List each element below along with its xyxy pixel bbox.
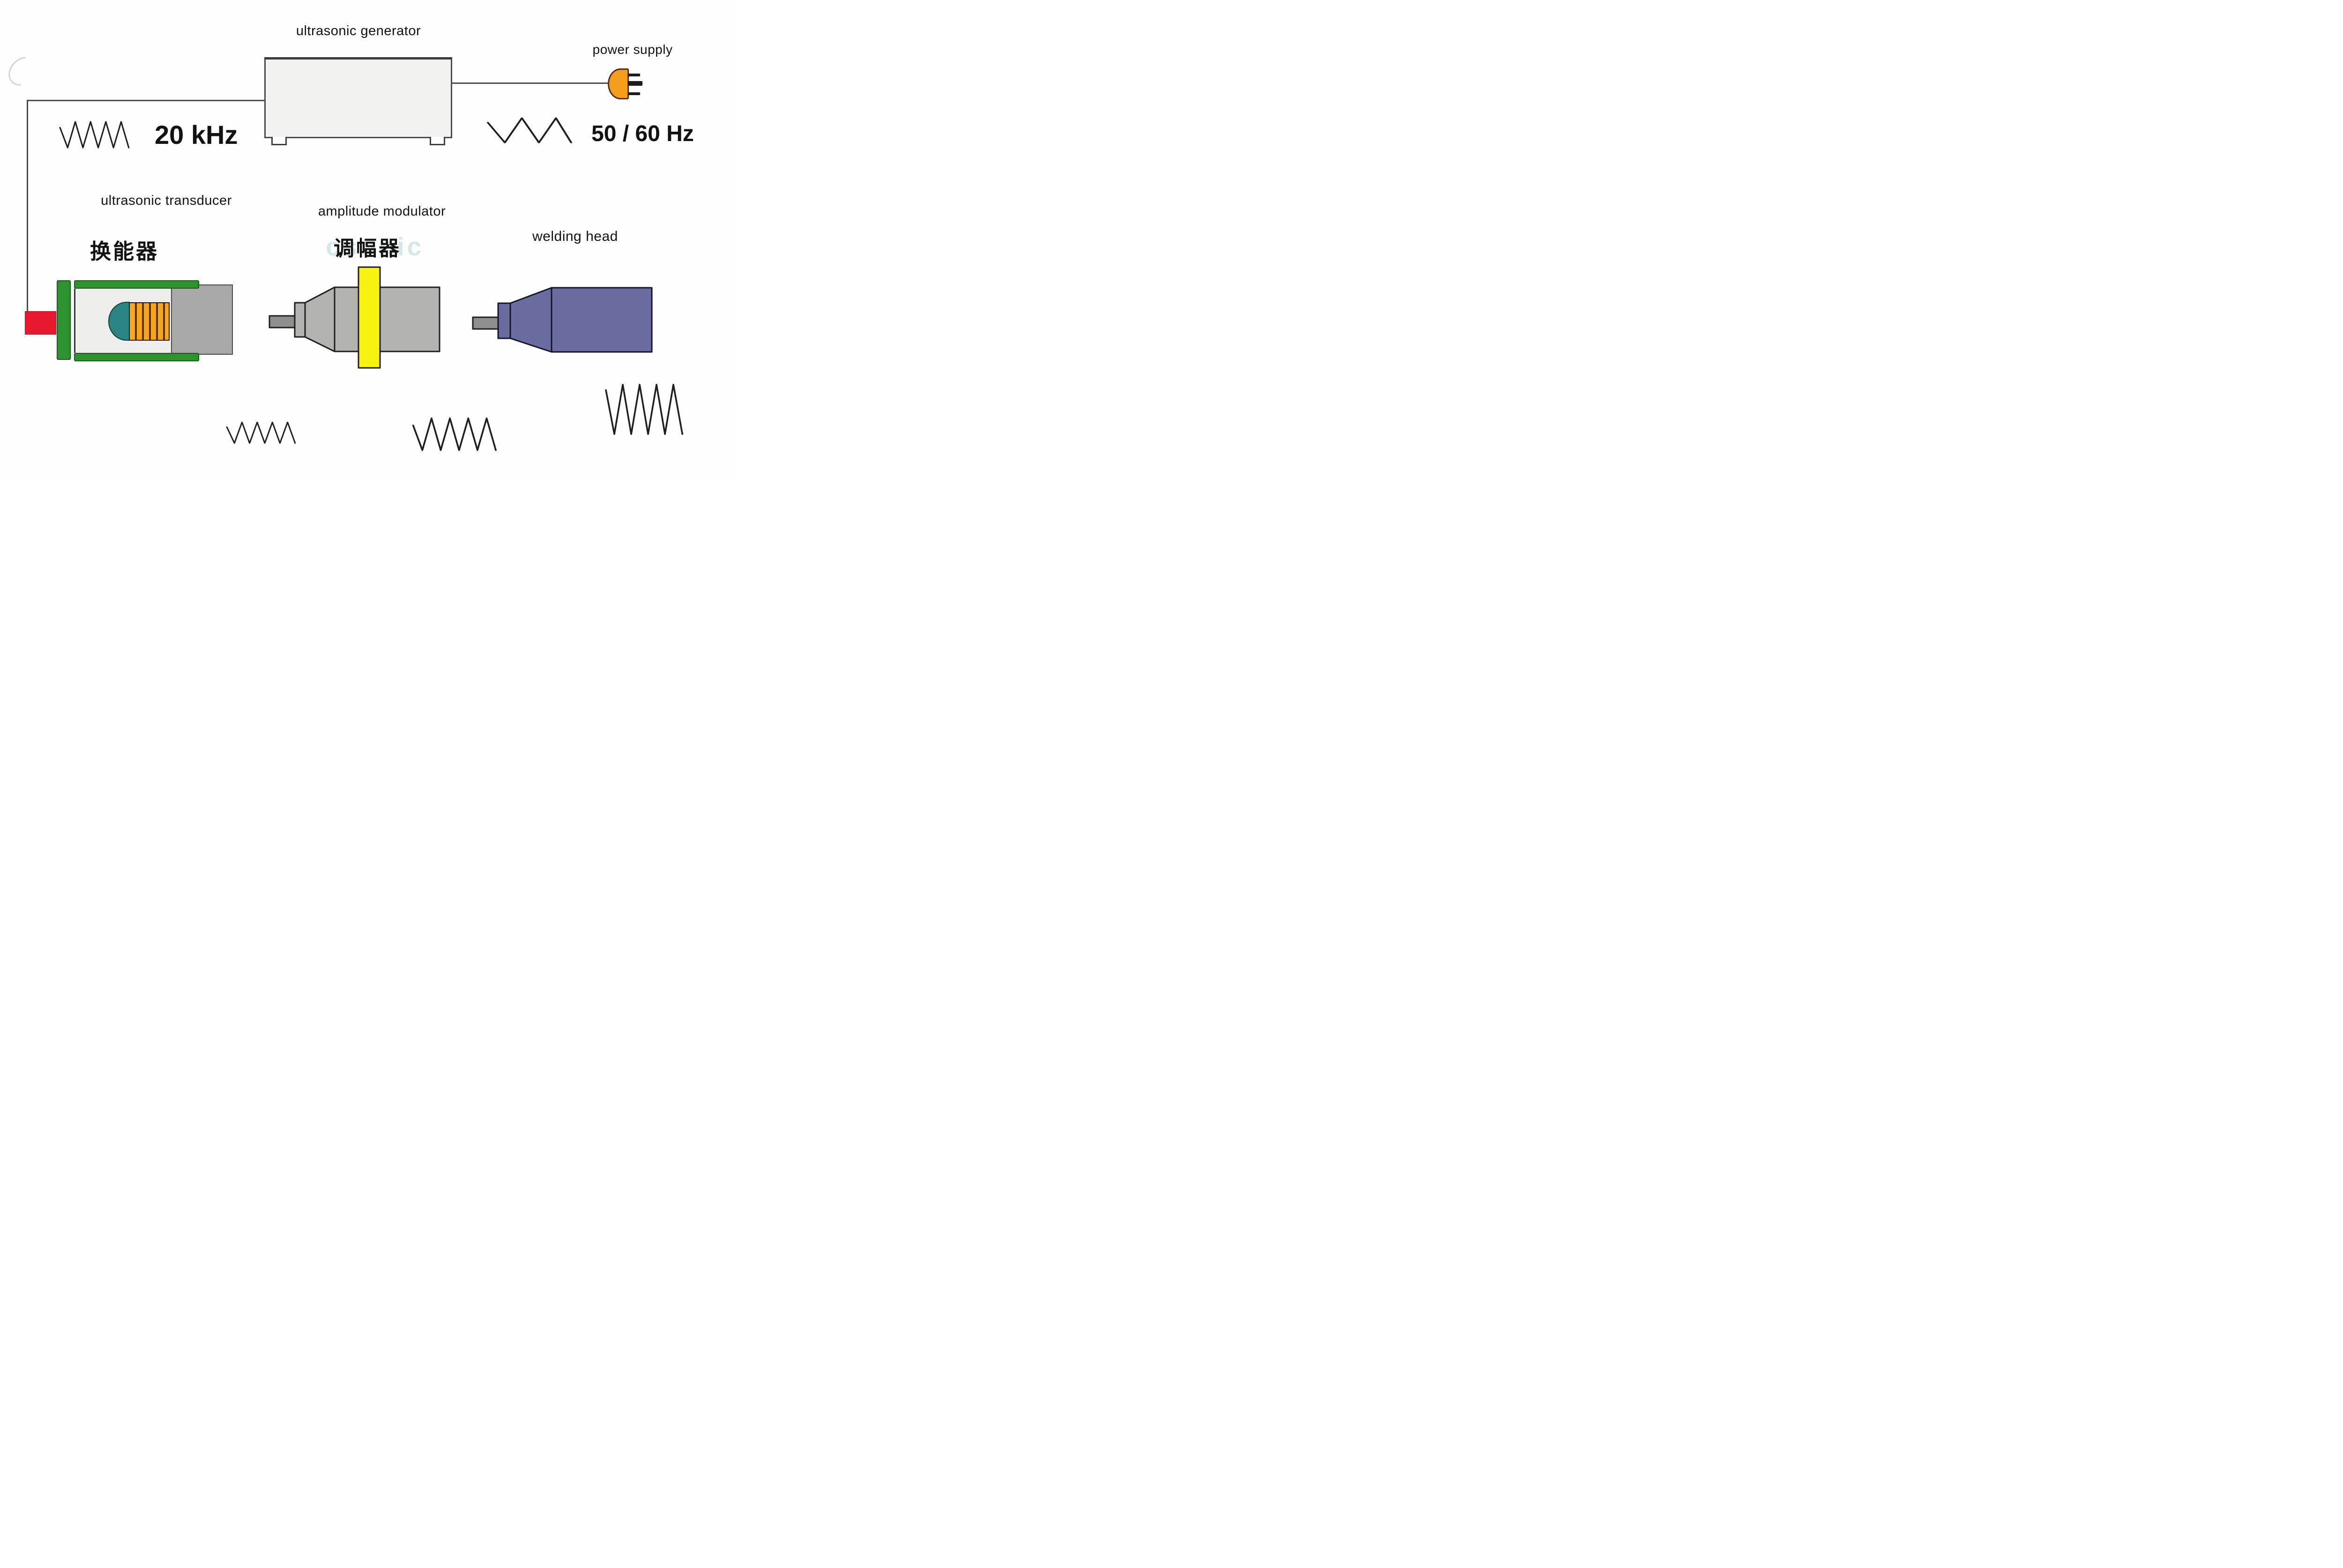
welding-head-body xyxy=(551,287,653,353)
watermark-arc xyxy=(2,51,44,92)
waveform-modulator-output-icon xyxy=(412,417,497,451)
transducer-frame-top-bar xyxy=(74,280,199,289)
modulator-yellow-band xyxy=(358,266,381,369)
waveform-welding-head-output-icon xyxy=(605,384,683,435)
freq-mains-label: 50 / 60 Hz xyxy=(591,121,694,146)
welding-head-label: welding head xyxy=(532,229,618,244)
transducer-label-zh: 换能器 xyxy=(90,239,159,263)
welding-head-assembly xyxy=(472,287,653,353)
power-plug-icon xyxy=(608,68,629,99)
welding-head-neck xyxy=(497,302,511,339)
amplitude-modulator-assembly xyxy=(269,266,440,369)
transducer-frame-left-bar xyxy=(57,280,71,360)
power-supply-label: power supply xyxy=(592,42,673,57)
modulator-cone xyxy=(304,286,336,352)
welding-head-cone xyxy=(509,287,552,353)
welding-head-stub xyxy=(472,316,499,330)
waveform-mains-icon xyxy=(486,117,573,143)
freq-20khz-label: 20 kHz xyxy=(155,120,238,149)
wire-generator-to-transducer-horizontal xyxy=(27,100,264,101)
diagram-canvas: ultrasonic generator power supply 20 kHz… xyxy=(0,0,735,479)
wire-generator-to-plug xyxy=(452,82,608,84)
transducer-frame-bottom-bar xyxy=(74,353,199,361)
ultrasonic-generator-box xyxy=(264,57,452,138)
plug-prong-top xyxy=(628,74,640,76)
modulator-body xyxy=(334,286,440,352)
transducer-coil xyxy=(129,302,170,341)
modulator-label-zh: 调幅器 xyxy=(334,237,401,260)
waveform-20khz-icon xyxy=(59,121,130,149)
generator-label: ultrasonic generator xyxy=(296,23,421,38)
transducer-label-en: ultrasonic transducer xyxy=(101,193,232,208)
plug-prong-bottom xyxy=(628,92,640,95)
plug-prong-middle xyxy=(628,81,642,86)
transducer-terminal-block xyxy=(25,311,56,335)
modulator-neck xyxy=(294,302,306,338)
watermark-text: csonic xyxy=(326,232,425,261)
generator-foot-right xyxy=(430,137,445,145)
transducer-back-mass xyxy=(171,284,233,355)
waveform-transducer-output-icon xyxy=(226,421,296,444)
modulator-stub xyxy=(269,315,296,329)
modulator-label-en: amplitude modulator xyxy=(318,204,446,219)
wire-generator-to-transducer-vertical xyxy=(27,100,28,311)
generator-foot-left xyxy=(271,137,287,145)
